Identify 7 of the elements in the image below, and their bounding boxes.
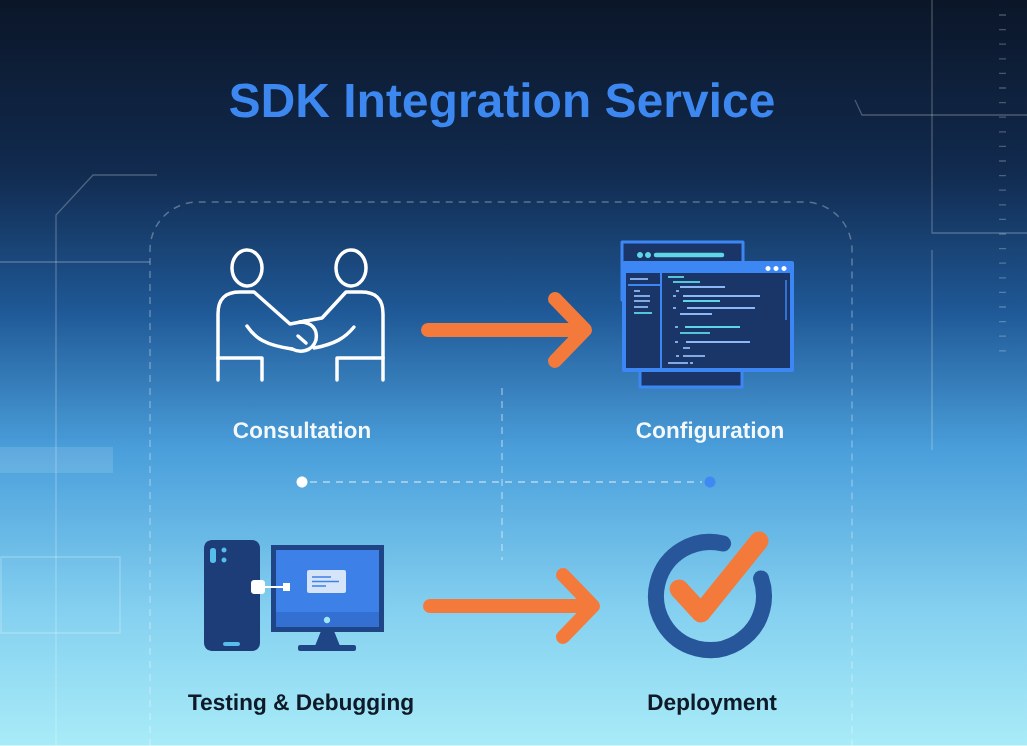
arrow <box>423 568 600 644</box>
step-label: Testing & Debugging <box>188 693 413 715</box>
step-label: Consultation <box>233 421 370 439</box>
step-label: Deployment <box>648 693 777 715</box>
step-label: Configuration <box>636 421 783 443</box>
arrow <box>421 292 592 368</box>
title: SDK Integration Service <box>229 82 774 128</box>
